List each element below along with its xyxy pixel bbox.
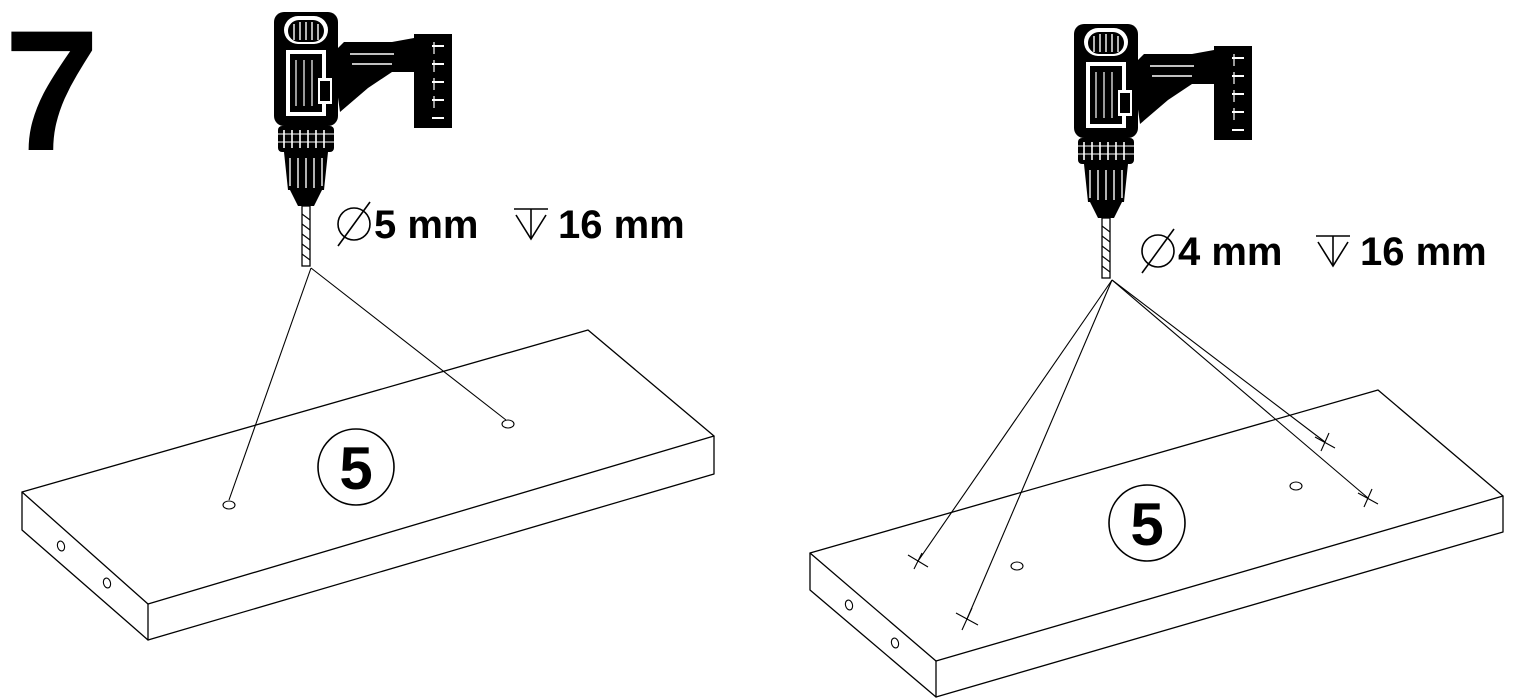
board-right	[809, 389, 1504, 698]
diameter-icon	[337, 201, 371, 247]
leader-line	[310, 267, 507, 421]
hole-diameter: 4 mm	[1178, 230, 1283, 274]
left-panel: 5 5 mm 16 mm	[21, 11, 715, 641]
part-number: 5	[339, 435, 372, 502]
diameter-icon	[1141, 228, 1175, 274]
hole-diameter: 5 mm	[374, 203, 479, 247]
board-left	[21, 329, 715, 641]
step-number: 7	[4, 0, 100, 187]
hole-marker	[501, 419, 515, 429]
right-panel: 5 4 mm 16 mm	[809, 23, 1504, 698]
part-badge-left: 5	[317, 428, 395, 506]
part-number: 5	[1130, 491, 1163, 558]
depth-icon	[1315, 235, 1351, 267]
leader-lines	[917, 279, 1369, 620]
hole-marker	[1010, 561, 1024, 571]
hole-depth: 16 mm	[558, 203, 685, 247]
leader-line	[228, 267, 312, 501]
hole-depth: 16 mm	[1360, 230, 1487, 274]
hole-marker	[222, 500, 236, 510]
part-badge-right: 5	[1108, 484, 1186, 562]
depth-icon	[513, 208, 549, 240]
hole-marker	[1289, 481, 1303, 491]
